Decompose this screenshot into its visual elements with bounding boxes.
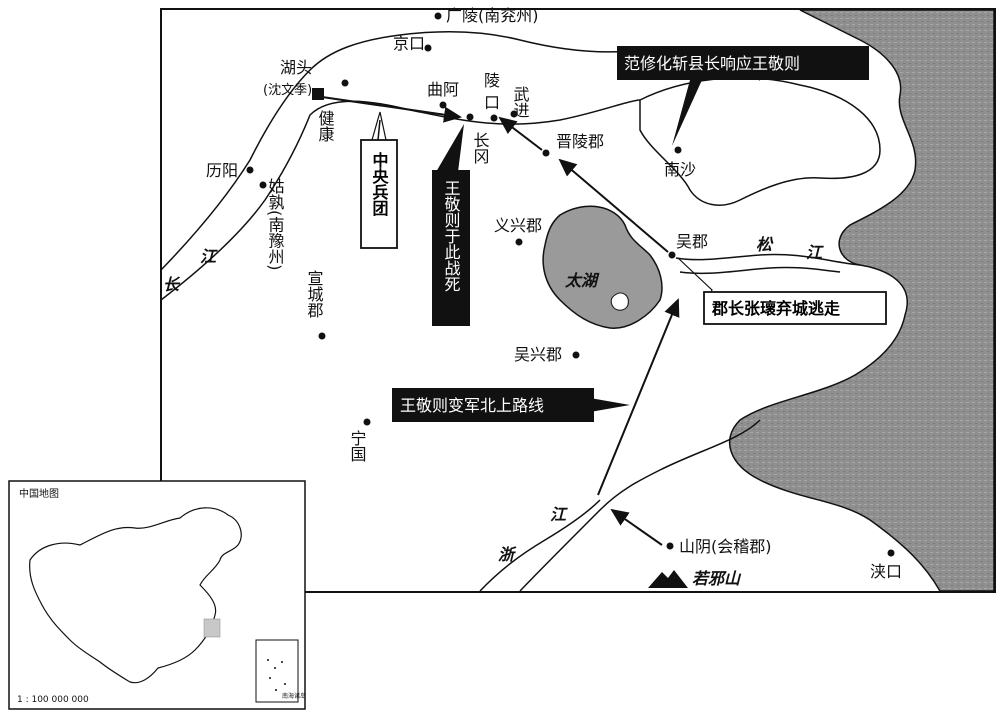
label-liyang: 历阳 xyxy=(206,161,238,180)
label-jingkou: 京口 xyxy=(393,34,425,53)
label-jiankang: 健康 xyxy=(316,110,335,142)
inset-scale: 1 : 100 000 000 xyxy=(17,695,89,705)
dot-yixingjun xyxy=(515,238,523,246)
inset-south-sea-label: 南海诸岛 xyxy=(282,692,306,700)
inset-islands xyxy=(267,659,286,691)
wang-died-box xyxy=(432,170,470,326)
label-wujin: 武进 xyxy=(511,86,530,118)
zhang-flee-box xyxy=(703,291,887,325)
label-kou: 口 xyxy=(484,93,500,112)
dot-wuxingjun xyxy=(572,351,580,359)
dot-nansha xyxy=(674,146,682,154)
label-hutou: 湖头 xyxy=(280,58,312,77)
central-army-pointer-shape xyxy=(371,111,387,141)
taihu-island xyxy=(610,292,629,311)
river-changjiang-2: 江 xyxy=(200,247,218,266)
songjiang-river xyxy=(675,253,861,266)
label-ningguo: 宁国 xyxy=(348,430,367,462)
dot-qua xyxy=(439,101,447,109)
central-army-label: 中央兵团 xyxy=(370,151,389,217)
wang-died-label: 王敬则于此战死 xyxy=(442,180,461,292)
label-wuxingjun: 吴兴郡 xyxy=(514,345,562,364)
inset-map: 中国地图 南海诸岛 1 : 100 000 000 xyxy=(8,480,306,710)
label-wujun: 吴郡 xyxy=(676,232,708,251)
dot-shanyin xyxy=(666,542,674,550)
songjiang-river-s xyxy=(679,266,841,275)
river-zhejiang-1: 浙 xyxy=(498,545,517,564)
route-central-army xyxy=(321,96,462,123)
label-guangling: 广陵(南兖州) xyxy=(446,6,539,25)
river-songjiang-2: 江 xyxy=(806,243,824,262)
dot-ningguo xyxy=(363,418,371,426)
fan-response-label: 范修化斩县长响应王敬则 xyxy=(624,54,800,73)
dot-jingkou xyxy=(424,44,432,52)
dot-changgang xyxy=(466,113,474,121)
route-label-pointer xyxy=(590,398,630,412)
nansha-peninsula xyxy=(639,77,881,206)
route-label: 王敬则变军北上路线 xyxy=(400,396,544,415)
label-qua: 曲阿 xyxy=(427,80,459,99)
dot-liyang xyxy=(246,166,254,174)
inset-highlight xyxy=(203,618,221,638)
dot-wujun xyxy=(668,251,676,259)
label-hutou-sub: (沈文季) xyxy=(263,83,312,98)
dot-hutou xyxy=(341,79,349,87)
zhejiang-river xyxy=(479,499,601,592)
dot-lingkou xyxy=(490,114,498,122)
dot-gushu xyxy=(259,181,267,189)
label-ruoyeshan: 若邪山 xyxy=(692,569,742,588)
inset-title: 中国地图 xyxy=(19,487,59,500)
river-changjiang-1: 长 xyxy=(163,275,181,294)
fan-response-box xyxy=(617,46,869,80)
label-yixingjun: 义兴郡 xyxy=(494,216,542,235)
mountain-icon xyxy=(648,570,688,588)
inset-south-sea-box xyxy=(255,639,299,703)
china-outline xyxy=(29,507,242,684)
taihu-lake xyxy=(542,205,663,329)
place-dots xyxy=(246,12,895,557)
route-jinling-to-lingkou xyxy=(498,116,543,151)
label-gushu: 姑孰(南豫州) xyxy=(266,178,285,270)
label-xuanchengjun: 宣城郡 xyxy=(305,270,324,318)
dot-wujin xyxy=(510,110,518,118)
label-jiaokou: 浃口 xyxy=(870,562,902,581)
zhang-flee-label: 郡长张瓌弃城逃走 xyxy=(711,299,840,318)
label-ling: 陵 xyxy=(484,71,500,90)
river-songjiang-1: 松 xyxy=(756,235,774,254)
label-nansha: 南沙 xyxy=(664,160,696,179)
fan-response-pointer xyxy=(672,80,702,146)
route-label-box xyxy=(392,388,594,422)
central-army-box xyxy=(360,139,398,249)
label-jinlingjun: 晋陵郡 xyxy=(556,132,604,151)
sea-area xyxy=(729,9,995,592)
route-shanyin-to-qiantang xyxy=(610,508,663,546)
dot-guangling xyxy=(434,12,442,20)
label-changgang: 长冈 xyxy=(471,132,490,165)
square-jiankang xyxy=(312,88,324,100)
dot-jiaokou xyxy=(887,549,895,557)
dot-jinlingjun xyxy=(542,149,550,157)
label-shanyin: 山阴(会稽郡) xyxy=(679,537,772,556)
central-army-pointer xyxy=(377,119,381,141)
route-wujun-to-jinling xyxy=(558,158,669,253)
route-qiantang-to-wujun xyxy=(597,298,680,496)
label-taihu: 太湖 xyxy=(564,271,600,290)
river-zhejiang-2: 江 xyxy=(550,505,568,524)
dot-xuanchengjun xyxy=(318,332,326,340)
southern-coast xyxy=(519,419,761,592)
wang-died-pointer xyxy=(436,124,464,172)
